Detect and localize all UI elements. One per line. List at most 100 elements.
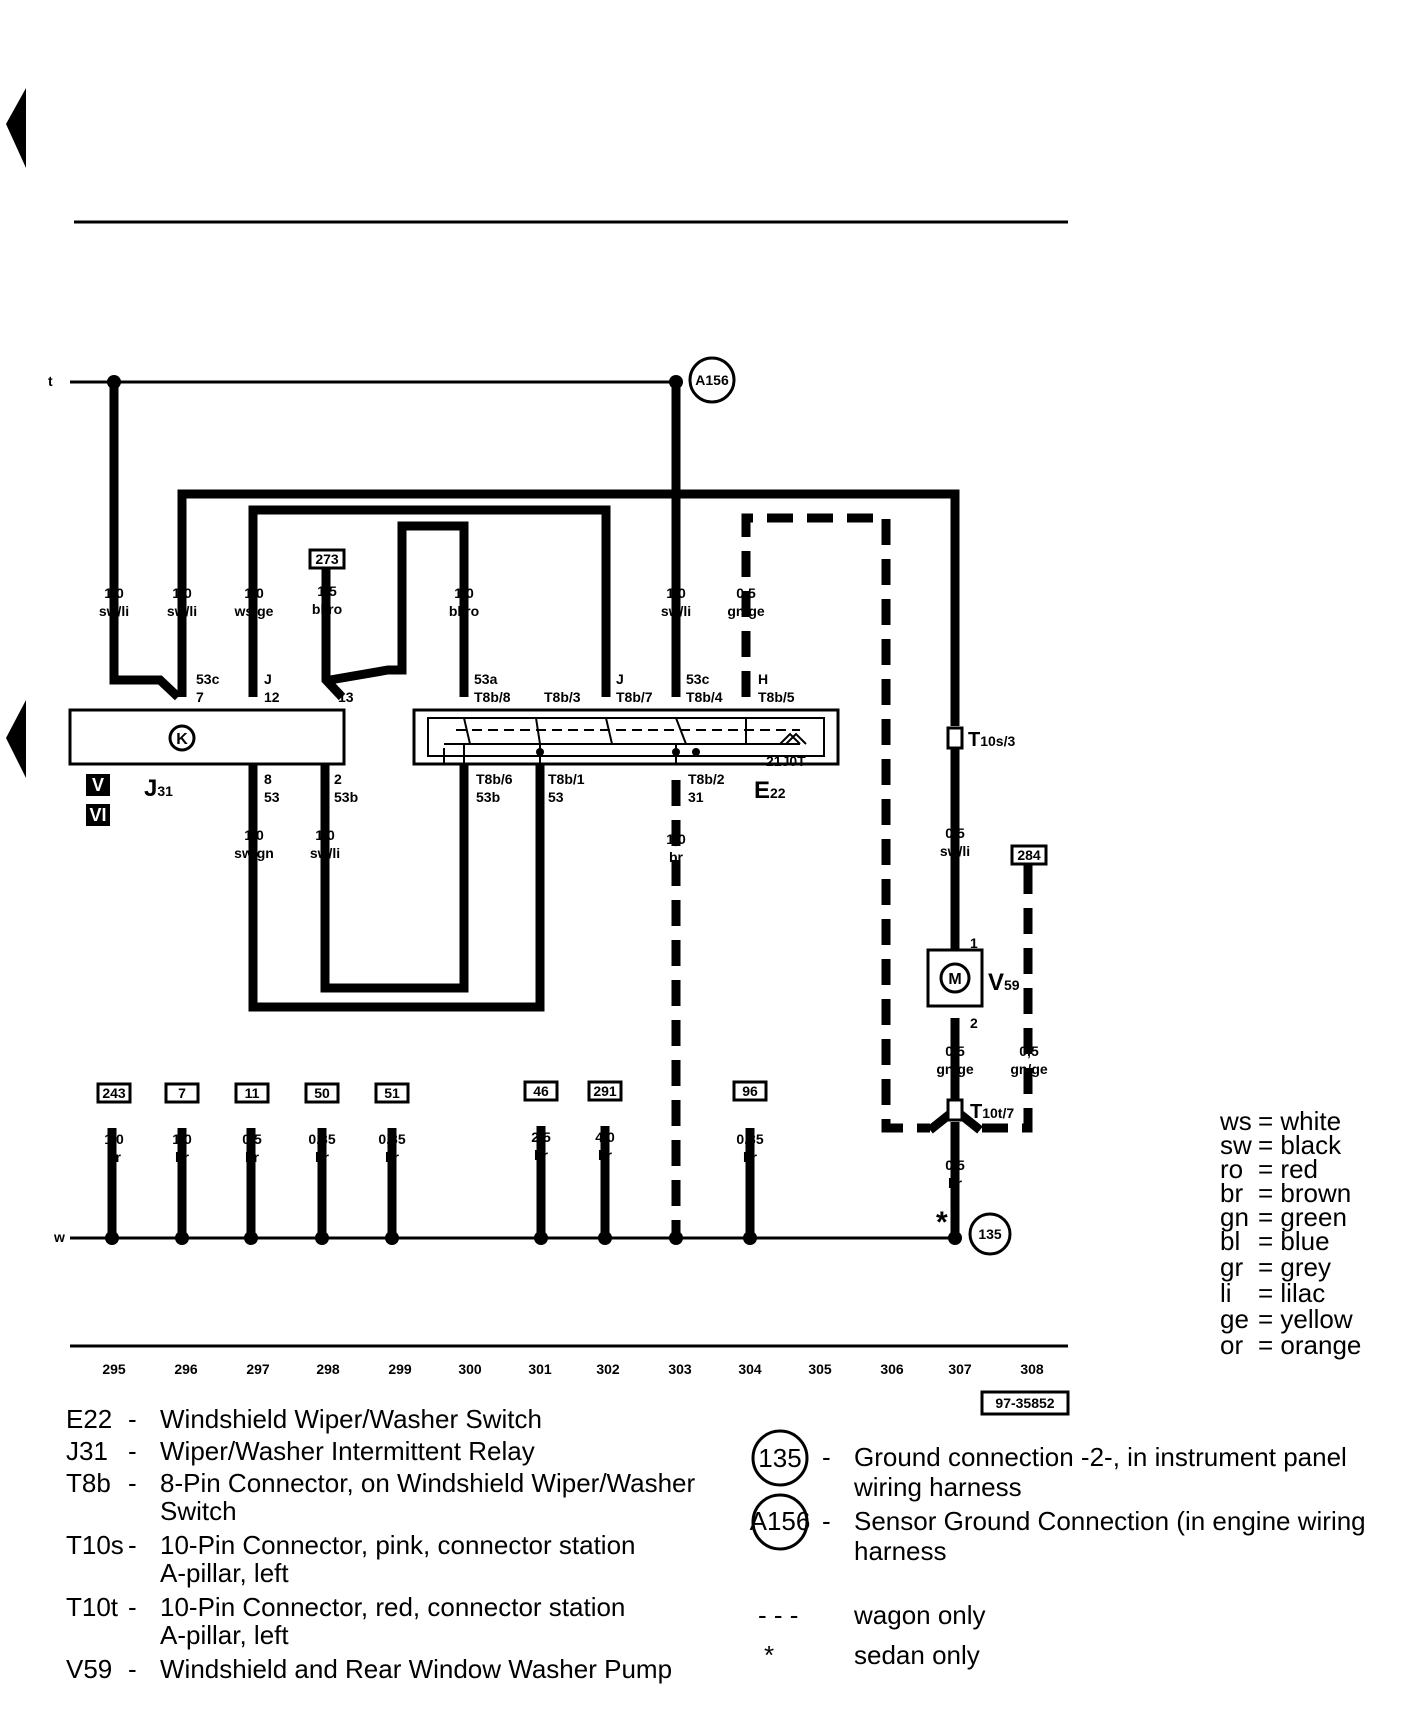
svg-text:T8b/4: T8b/4	[686, 689, 723, 705]
svg-text:br: br	[315, 1149, 330, 1165]
wire-labels: 1,0sw/li 1,0sw/li 1,0ws/ge 1,5bl/ro 1,0b…	[99, 583, 1048, 1191]
fuse-vi-badge	[86, 804, 110, 826]
svg-text:= red: = red	[1258, 1154, 1318, 1184]
svg-text:bl/ro: bl/ro	[449, 603, 479, 619]
svg-text:53: 53	[548, 789, 564, 805]
svg-text:243: 243	[102, 1085, 126, 1101]
svg-text:= white: = white	[1258, 1106, 1341, 1136]
switch-e22-label: E22	[754, 777, 786, 804]
svg-text:V59: V59	[66, 1654, 112, 1684]
svg-text:= blue: = blue	[1258, 1226, 1330, 1256]
svg-text:297: 297	[246, 1361, 270, 1377]
svg-text:50: 50	[314, 1085, 330, 1101]
svg-text:br: br	[385, 1149, 400, 1165]
svg-text:0,5: 0,5	[242, 1131, 262, 1147]
svg-text:8: 8	[264, 771, 272, 787]
svg-text:-: -	[128, 1530, 137, 1560]
svg-text:8-Pin Connector, on Windshield: 8-Pin Connector, on Windshield Wiper/Was…	[160, 1468, 696, 1498]
svg-text:-: -	[822, 1442, 831, 1472]
wire-label: 0,5	[945, 825, 965, 841]
sedan-asterisk: *	[936, 1206, 948, 1239]
svg-text:135: 135	[758, 1443, 801, 1473]
svg-text:br: br	[245, 1149, 260, 1165]
svg-text:= lilac: = lilac	[1258, 1278, 1325, 1308]
wire-label: 1,0	[315, 827, 335, 843]
svg-text:-: -	[128, 1468, 137, 1498]
svg-text:sw/gn: sw/gn	[234, 845, 274, 861]
svg-text:4,0: 4,0	[595, 1129, 615, 1145]
svg-text:T8b/2: T8b/2	[688, 771, 725, 787]
svg-text:li: li	[1220, 1278, 1232, 1308]
svg-text:J31: J31	[66, 1436, 108, 1466]
bus-label-t: t	[48, 373, 53, 389]
svg-text:ro: ro	[1220, 1154, 1243, 1184]
previous-page-arrow-icon[interactable]	[6, 88, 26, 168]
svg-text:br: br	[107, 1149, 122, 1165]
svg-text:300: 300	[458, 1361, 482, 1377]
color-legend: ws= white sw= black ro= red br= brown gn…	[1219, 1106, 1361, 1360]
svg-text:2,5: 2,5	[531, 1129, 551, 1145]
svg-text:273: 273	[315, 551, 339, 567]
svg-text:wagon only: wagon only	[853, 1600, 986, 1630]
wire-sw-li-2	[177, 489, 960, 726]
svg-text:291: 291	[593, 1083, 617, 1099]
svg-text:53c: 53c	[196, 671, 220, 687]
pump-motor-circle	[939, 962, 971, 994]
diagram-id-box	[980, 1390, 1070, 1416]
svg-text:0,35: 0,35	[378, 1131, 405, 1147]
diagram-id: 97-35852	[995, 1395, 1054, 1411]
svg-text:or: or	[1220, 1330, 1243, 1360]
svg-text:53b: 53b	[476, 789, 500, 805]
svg-text:T10t: T10t	[66, 1592, 119, 1622]
svg-text:bl: bl	[1220, 1226, 1240, 1256]
wire-gn-ge-dashed	[741, 513, 930, 1133]
pump-motor-m: M	[948, 971, 961, 988]
svg-text:31: 31	[688, 789, 704, 805]
svg-text:307: 307	[948, 1361, 972, 1377]
svg-text:J: J	[264, 671, 272, 687]
pump-pin-1: 1	[970, 935, 978, 951]
svg-text:gr: gr	[1220, 1252, 1243, 1282]
svg-text:304: 304	[738, 1361, 762, 1377]
svg-text:46: 46	[533, 1083, 549, 1099]
svg-text:0,35: 0,35	[736, 1131, 763, 1147]
bottom-ref-boxes: 243 7 11 50 51 46 291 96	[96, 1080, 768, 1104]
svg-text:T10s: T10s	[66, 1530, 124, 1560]
svg-text:308: 308	[1020, 1361, 1044, 1377]
wire-label: 0,5	[1019, 1043, 1039, 1059]
wire-label: 1,0	[666, 585, 686, 601]
wire-label: 0,5	[945, 1157, 965, 1173]
continuation-arrow-icon[interactable]	[6, 700, 26, 778]
component-legend: E22- Windshield Wiper/Washer Switch J31-…	[66, 1404, 696, 1684]
svg-text:sw/li: sw/li	[310, 845, 340, 861]
wire-label: 0,5	[945, 1043, 965, 1059]
svg-text:10-Pin Connector, pink, connec: 10-Pin Connector, pink, connector statio…	[160, 1530, 636, 1560]
svg-text:T8b/1: T8b/1	[548, 771, 585, 787]
svg-text:302: 302	[596, 1361, 620, 1377]
svg-text:br: br	[175, 1149, 190, 1165]
wire-sw-gn	[248, 764, 545, 1012]
relay-j31-label: J31	[144, 775, 173, 802]
wire-gn-ge-dashed-2	[980, 868, 1033, 1133]
svg-text:0,35: 0,35	[308, 1131, 335, 1147]
svg-text:gn/ge: gn/ge	[1010, 1061, 1048, 1077]
svg-text:sw/li: sw/li	[661, 603, 691, 619]
svg-text:53: 53	[264, 789, 280, 805]
switch-code: 21J0T	[766, 753, 806, 769]
wire-label: 1,0	[666, 831, 686, 847]
svg-text:A-pillar, left: A-pillar, left	[160, 1620, 289, 1650]
bus-label-w: w	[53, 1229, 65, 1245]
svg-text:J: J	[616, 671, 624, 687]
svg-text:sw/li: sw/li	[99, 603, 129, 619]
svg-text:= black: = black	[1258, 1130, 1342, 1160]
pump-v59-box	[926, 948, 984, 1008]
svg-text:br: br	[598, 1147, 613, 1163]
connector-t10t-symbol	[946, 1098, 964, 1122]
svg-text:7: 7	[196, 689, 204, 705]
svg-text:br: br	[1220, 1178, 1243, 1208]
svg-text:T8b/8: T8b/8	[474, 689, 511, 705]
svg-text:Windshield Wiper/Washer Switch: Windshield Wiper/Washer Switch	[160, 1404, 542, 1434]
svg-text:sedan only: sedan only	[854, 1640, 980, 1670]
